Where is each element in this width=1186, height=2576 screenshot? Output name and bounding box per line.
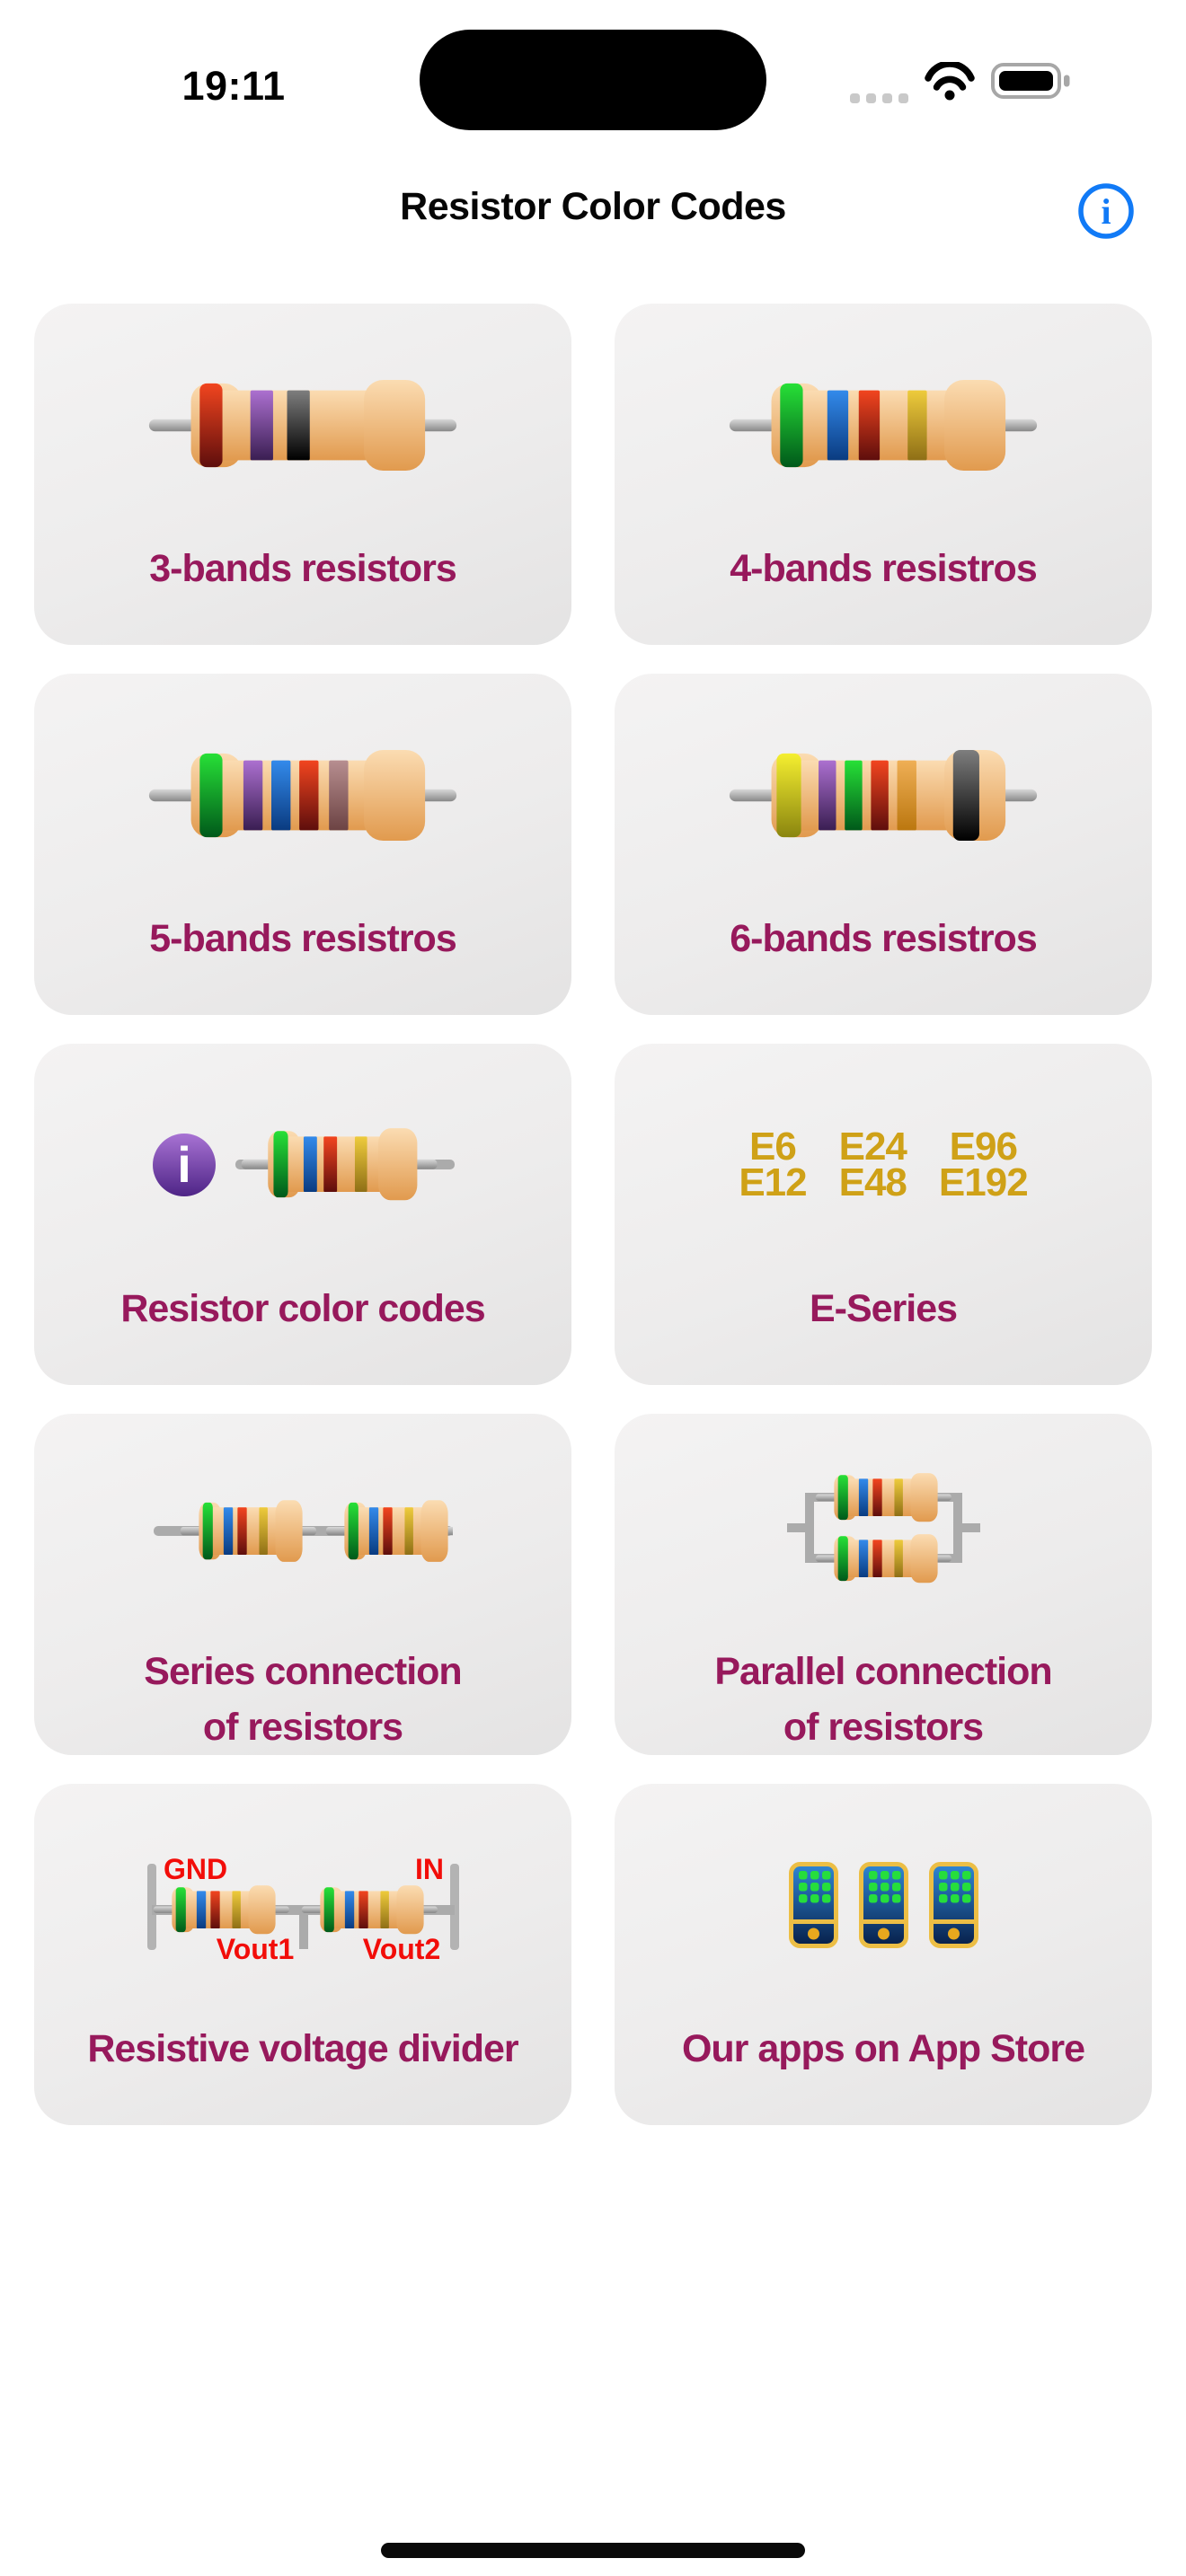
status-icons	[850, 60, 1072, 106]
4-bands-resistros-icon	[726, 357, 1040, 492]
resistor-color-codes-icon: i	[150, 1098, 456, 1232]
card-5-bands-resistros[interactable]: 5-bands resistros	[34, 674, 571, 1015]
card-3-bands-resistors[interactable]: 3-bands resistors	[34, 304, 571, 645]
card-label: 5-bands resistros	[149, 917, 456, 960]
series-connection-icon	[153, 1468, 453, 1595]
resistive-voltage-divider-icon: GND IN Vout1 Vout2	[146, 1838, 459, 1972]
svg-text:i: i	[177, 1136, 191, 1193]
card-label: Resistive voltage divider	[87, 2027, 518, 2070]
page-title: Resistor Color Codes	[400, 185, 786, 228]
wifi-icon	[924, 60, 976, 106]
card-label: 6-bands resistros	[730, 917, 1037, 960]
status-time: 19:11	[181, 63, 286, 109]
card-label: 4-bands resistros	[730, 547, 1037, 590]
svg-text:GND: GND	[164, 1853, 227, 1885]
6-bands-resistros-icon	[726, 728, 1040, 862]
card-label: Our apps on App Store	[681, 2027, 1085, 2070]
dynamic-island	[420, 30, 766, 130]
home-indicator[interactable]	[381, 2543, 805, 2558]
svg-text:Vout2: Vout2	[362, 1933, 440, 1962]
cards-grid: 3-bands resistors 4-bands resistros 5-band…	[34, 304, 1152, 2125]
svg-text:i: i	[1101, 191, 1111, 232]
battery-icon	[991, 60, 1072, 106]
info-button[interactable]: i	[1076, 181, 1136, 241]
card-6-bands-resistros[interactable]: 6-bands resistros	[615, 674, 1152, 1015]
card-our-apps[interactable]: Our apps on App Store	[615, 1784, 1152, 2125]
cellular-signal-dots	[850, 93, 908, 103]
card-label: Resistor color codes	[120, 1287, 485, 1330]
card-label: 3-bands resistors	[149, 547, 456, 590]
card-4-bands-resistros[interactable]: 4-bands resistros	[615, 304, 1152, 645]
card-label: E-Series	[809, 1287, 958, 1330]
svg-text:Vout1: Vout1	[216, 1933, 294, 1962]
info-icon: i	[1076, 183, 1136, 243]
svg-text:IN: IN	[415, 1853, 444, 1885]
parallel-connection-icon	[786, 1468, 980, 1595]
our-apps-icon	[788, 1838, 978, 1972]
5-bands-resistros-icon	[146, 728, 460, 862]
3-bands-resistors-icon	[146, 357, 460, 492]
